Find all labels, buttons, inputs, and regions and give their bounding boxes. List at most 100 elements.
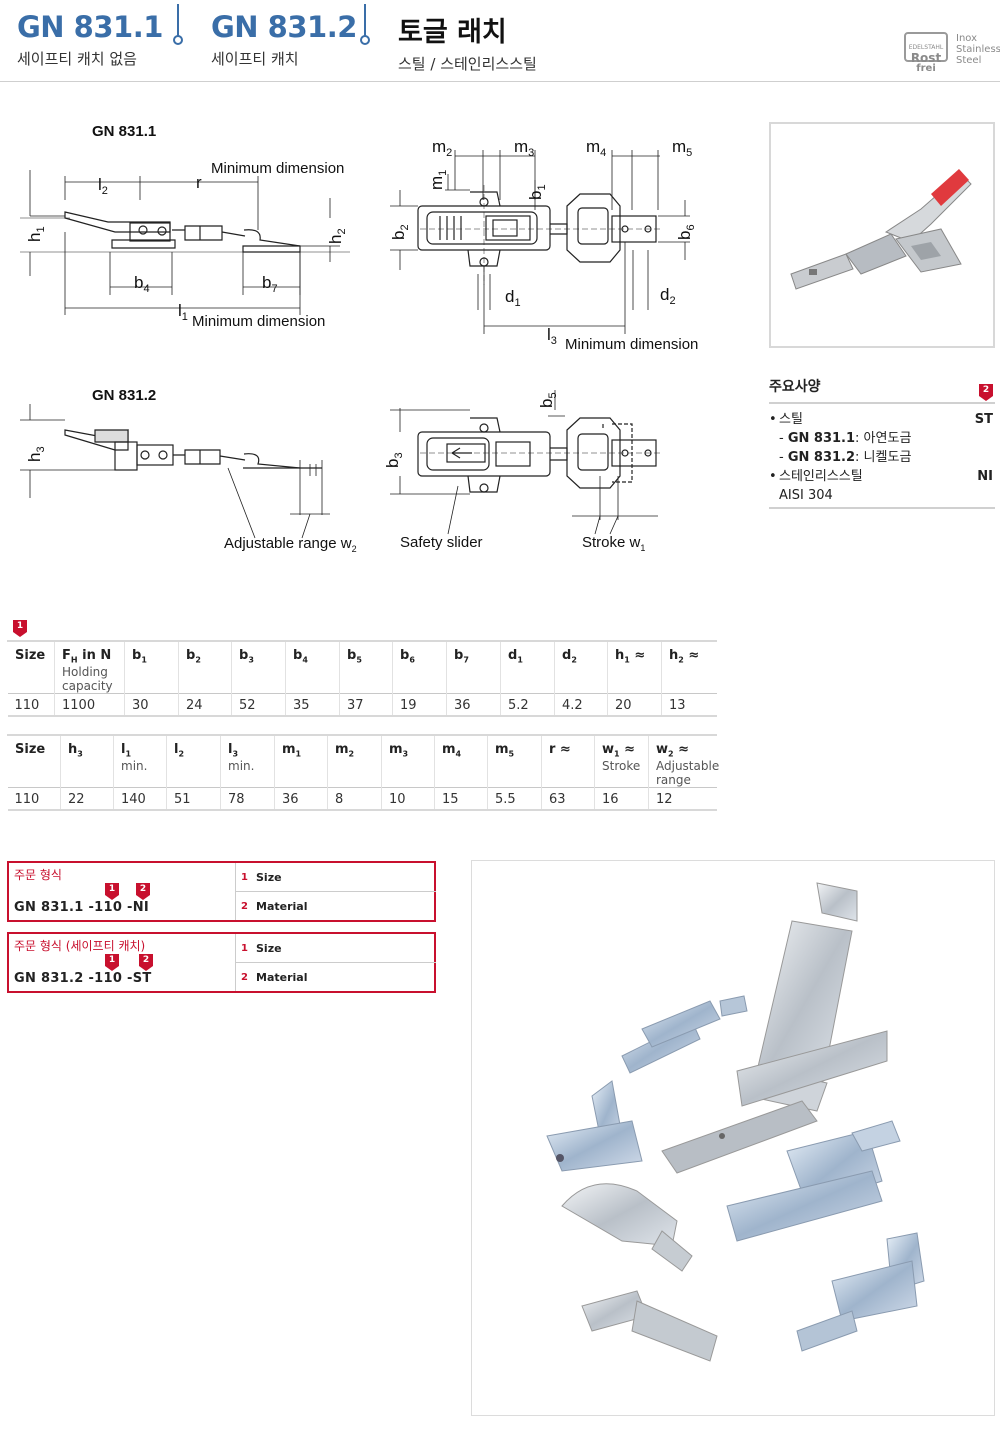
th-w2: w2 ≈Adjustable range [648, 733, 719, 788]
dim-m4: m4 [586, 137, 606, 159]
page-header: GN 831.1 세이프티 캐치 없음 GN 831.2 세이프티 캐치 토글 … [0, 0, 1000, 82]
header-block-gn8312: GN 831.2 세이프티 캐치 [211, 10, 357, 69]
dim-l1: l1 [178, 301, 188, 323]
th-b1: b1 [124, 639, 179, 694]
order2-marker-2: 2 [139, 954, 153, 971]
stroke-label: Stroke w1 [582, 534, 645, 553]
technical-drawings: GN 831.1 GN 831.2 Minimum dimension Mini… [20, 123, 698, 554]
toggle-latch-illustration [790, 169, 972, 290]
th-w1: w1 ≈Stroke [594, 733, 649, 788]
order1-marker-1: 1 [105, 883, 119, 900]
dim-b2: b2 [389, 224, 411, 240]
th-b2: b2 [178, 639, 232, 694]
product-code-1: GN 831.1 [17, 10, 163, 44]
th-d1: d1 [500, 639, 555, 694]
dim-b1: b1 [526, 184, 548, 200]
th-b5: b5 [339, 639, 393, 694]
dim-b4: b4 [134, 273, 150, 295]
th-m3: m3 [381, 733, 435, 788]
adjustable-range-label: Adjustable range w2 [224, 535, 357, 554]
header-divider-2 [359, 4, 371, 46]
dim-m5: m5 [672, 137, 692, 159]
page-subtitle: 스틸 / 스테인리스스틸 [398, 55, 537, 73]
inox-label: Inox Stainless Steel [956, 33, 1000, 66]
table-marker-1: 1 [13, 620, 27, 637]
header-divider-1 [172, 4, 184, 46]
order-title-2: 주문 형식 (세이프티 캐치) [14, 939, 146, 953]
th-h2: h2 ≈ [661, 639, 717, 694]
th-b3: b3 [231, 639, 286, 694]
th-m1: m1 [274, 733, 328, 788]
dim-h3: h3 [25, 446, 47, 462]
th-m2: m2 [327, 733, 382, 788]
min-dimension-label-2: Minimum dimension [192, 313, 325, 330]
product-photo-small [769, 122, 995, 348]
th-b4: b4 [285, 639, 340, 694]
th-h1: h1 ≈ [607, 639, 662, 694]
dim-d2: d2 [660, 285, 676, 307]
header-block-title: 토글 래치 스틸 / 스테인리스스틸 [398, 10, 537, 74]
dim-l3: l3 [547, 325, 557, 347]
toggle-latch-product-group [546, 882, 925, 1362]
dim-m2: m2 [432, 137, 452, 159]
order-title-1: 주문 형식 [14, 868, 62, 882]
rostfrei-badge: EDELSTAHL Rost frei [904, 32, 948, 74]
spec-item-gn8312: - GN 831.2: 니켈도금 [779, 450, 912, 465]
dim-b6: b6 [675, 224, 697, 240]
dim-m3: m3 [514, 137, 534, 159]
safety-slider-label: Safety slider [400, 534, 483, 551]
product-sub-1: 세이프티 캐치 없음 [17, 50, 137, 68]
th-b7: b7 [446, 639, 501, 694]
th-size: Size [7, 639, 55, 694]
dim-m1: m1 [427, 170, 449, 190]
dim-b7: b7 [262, 273, 278, 295]
spec-item-gn8311: - GN 831.1: 아연도금 [779, 431, 912, 446]
drawing-label-gn8311: GN 831.1 [92, 123, 156, 140]
product-code-2: GN 831.2 [211, 10, 357, 44]
product-sub-2: 세이프티 캐치 [211, 50, 299, 68]
dim-h1: h1 [25, 226, 47, 242]
spec-marker: 2 [979, 384, 993, 401]
dim-l2: l2 [98, 175, 108, 197]
header-block-gn8311: GN 831.1 세이프티 캐치 없음 [17, 10, 163, 69]
spec-item-aisi: AISI 304 [779, 488, 833, 503]
dim-h2: h2 [326, 228, 348, 244]
dim-d1: d1 [505, 287, 521, 309]
th-r: r ≈ [541, 733, 595, 788]
order2-marker-1: 1 [105, 954, 119, 971]
min-dimension-label-3: Minimum dimension [565, 336, 698, 353]
min-dimension-label-1: Minimum dimension [211, 160, 344, 177]
page-title: 토글 래치 [398, 17, 507, 48]
th-d2: d2 [554, 639, 608, 694]
th-h3: h3 [60, 733, 114, 788]
product-photo-large [471, 860, 995, 1416]
th-size: Size [7, 733, 61, 788]
th-b6: b6 [392, 639, 447, 694]
dim-b5: b5 [537, 392, 559, 408]
th-l2: l2 [166, 733, 221, 788]
drawing-label-gn8312: GN 831.2 [92, 387, 156, 404]
order1-marker-2: 2 [136, 883, 150, 900]
table-row: 110 22 140 51 78 36 8 10 15 5.5 63 16 12 [7, 786, 717, 811]
spec-title: 주요사양 2 [769, 376, 995, 404]
table-row: 110 1100 30 24 52 35 37 19 36 5.2 4.2 20… [7, 692, 717, 717]
order-code-1: GN 831.1 -110 -NI [14, 900, 150, 915]
dim-r: r [196, 173, 202, 192]
th-m5: m5 [487, 733, 542, 788]
